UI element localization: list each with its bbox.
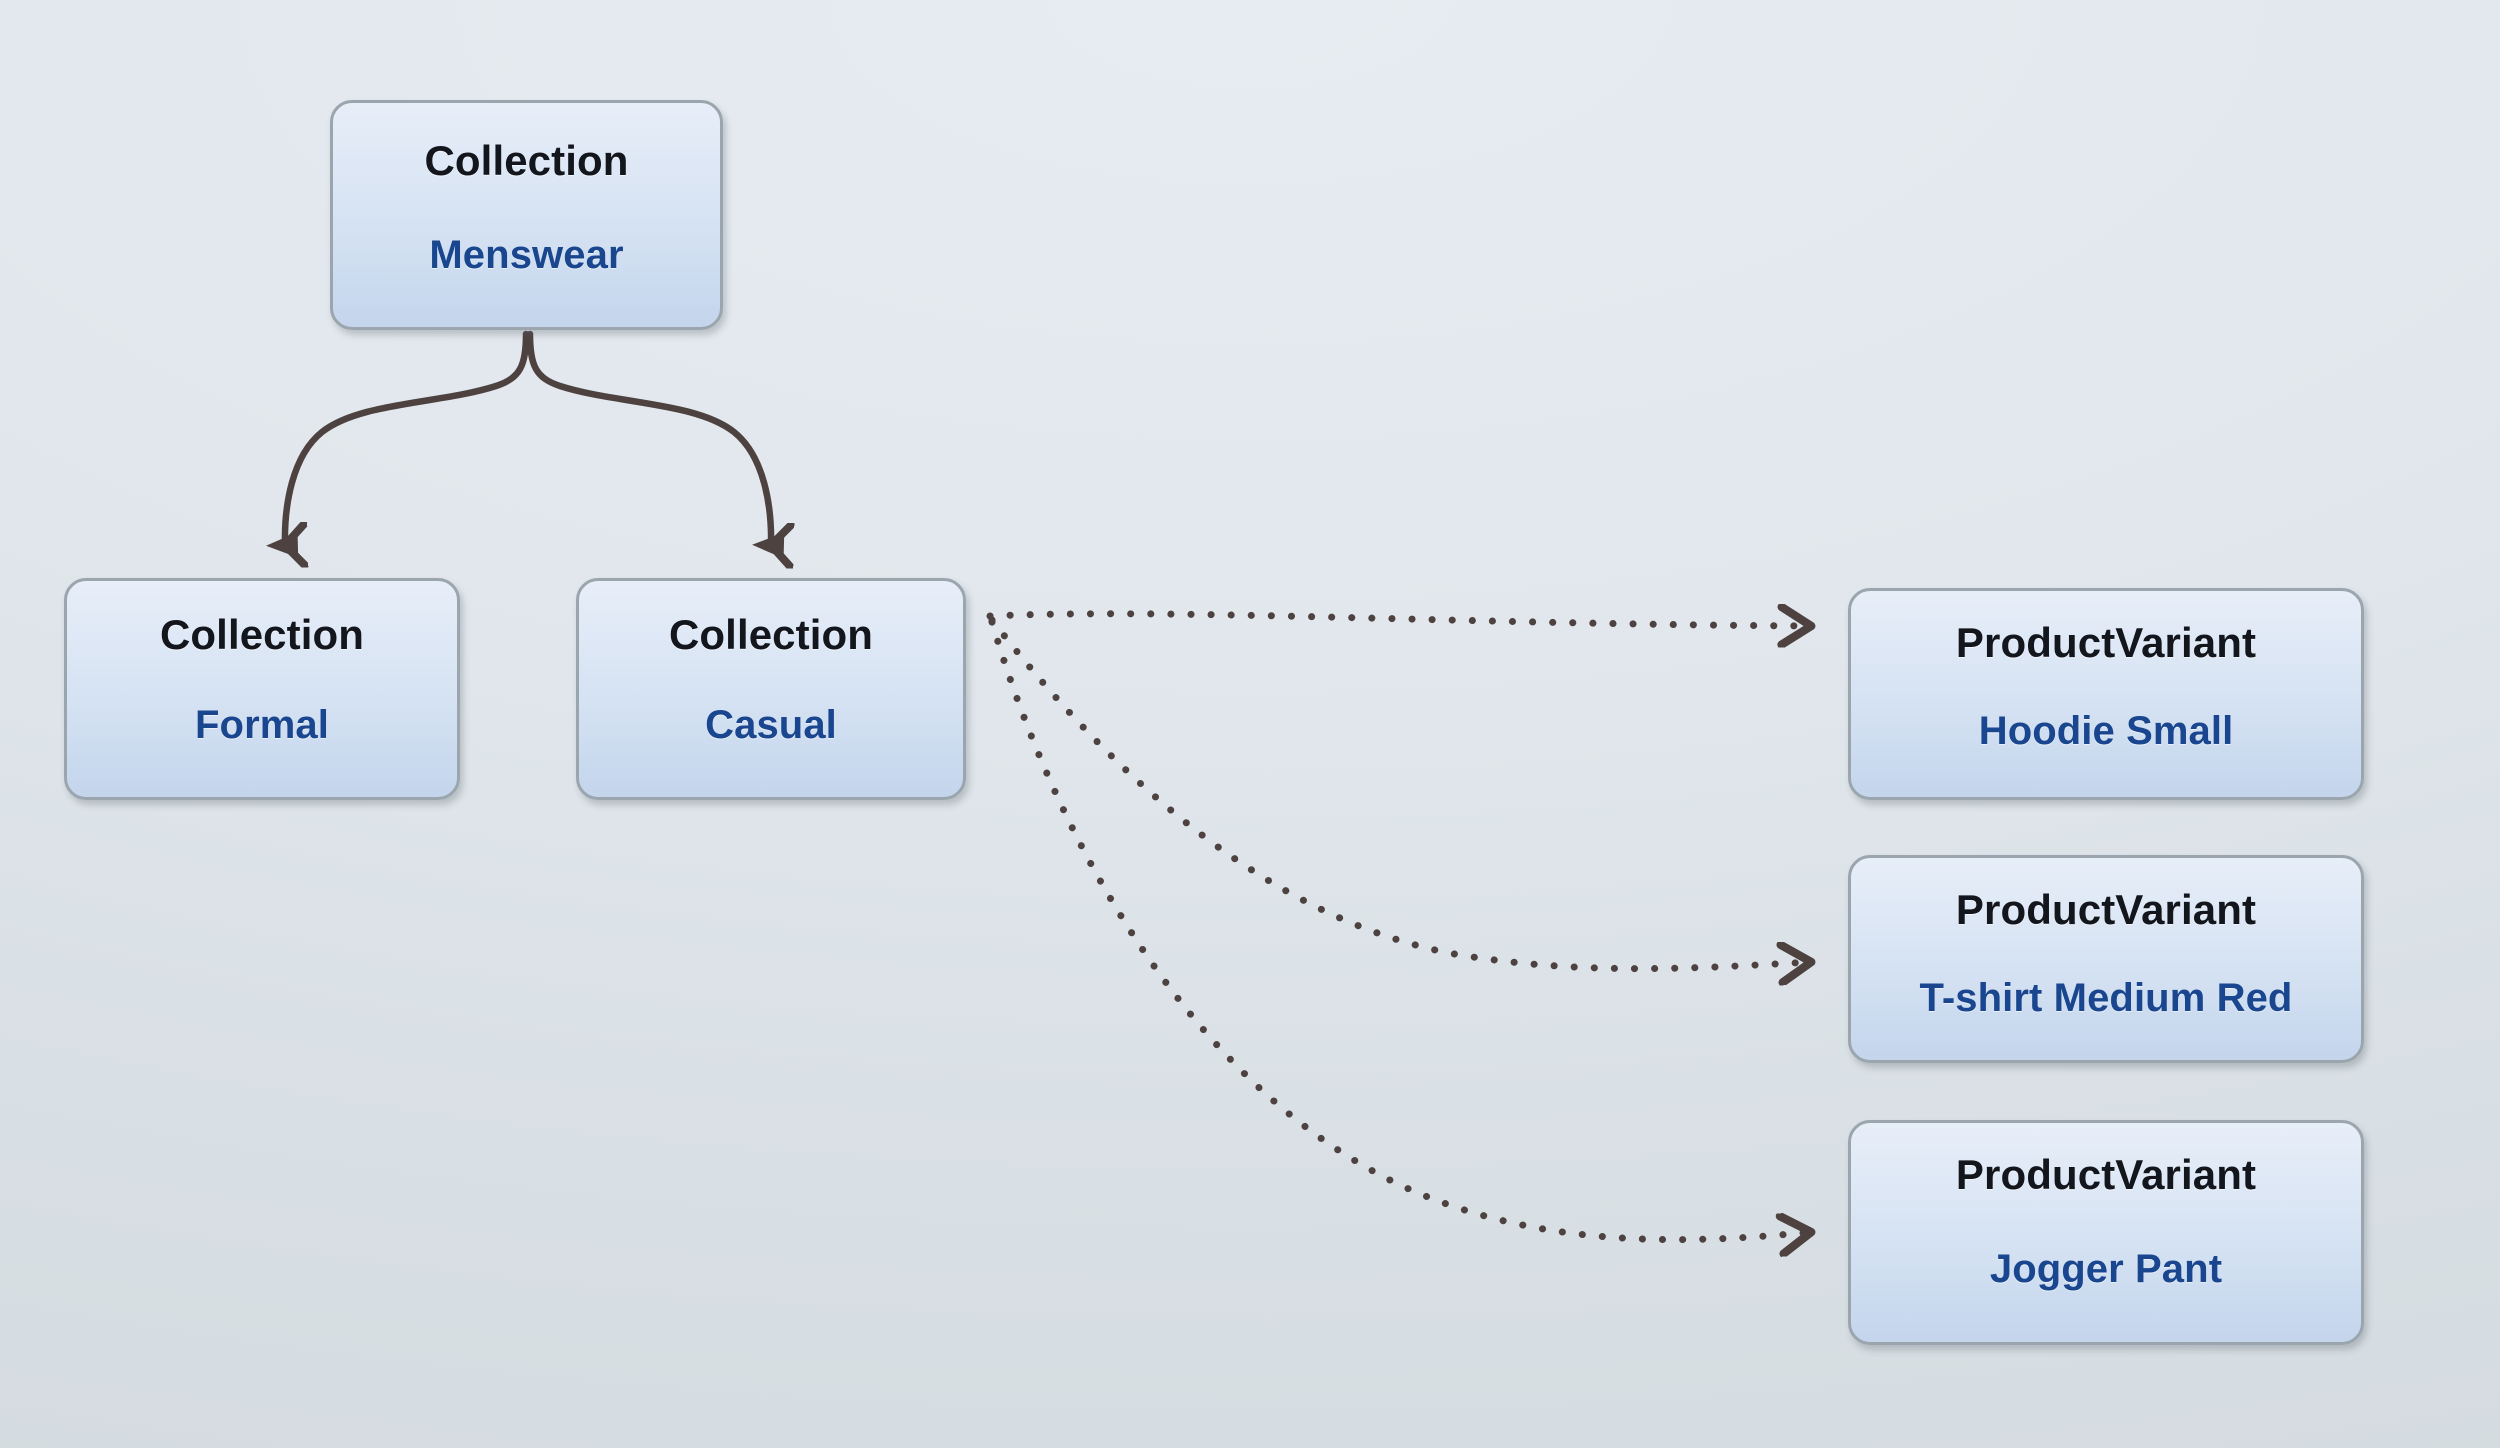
edge-casual-variant-2 [988, 618, 1816, 1240]
node-type-label: ProductVariant [1955, 1151, 2257, 1198]
node-value-label: Formal [195, 703, 329, 747]
node-value-label: Menswear [429, 233, 624, 277]
node-type-label: ProductVariant [1955, 619, 2257, 666]
node-type-label: Collection [424, 137, 629, 184]
node-type-label: ProductVariant [1955, 886, 2257, 933]
node-productvariant-1[interactable]: ProductVariant T-shirt Medium Red [1848, 855, 2364, 1063]
node-type-label: Collection [159, 611, 364, 658]
edge-menswear-casual [526, 330, 771, 546]
node-collection-menswear[interactable]: Collection Menswear [330, 100, 723, 330]
node-value-label: Jogger Pant [1989, 1247, 2223, 1291]
node-productvariant-0[interactable]: ProductVariant Hoodie Small [1848, 588, 2364, 800]
edge-menswear-formal [285, 330, 530, 546]
edge-casual-variant-1 [988, 616, 1816, 969]
node-collection-formal[interactable]: Collection Formal [64, 578, 460, 800]
node-productvariant-2[interactable]: ProductVariant Jogger Pant [1848, 1120, 2364, 1345]
node-type-label: Collection [668, 611, 873, 658]
node-value-label: T-shirt Medium Red [1919, 976, 2293, 1020]
node-value-label: Hoodie Small [1978, 709, 2234, 753]
node-collection-casual[interactable]: Collection Casual [576, 578, 966, 800]
node-value-label: Casual [705, 703, 837, 747]
edge-casual-variant-0 [986, 614, 1816, 626]
